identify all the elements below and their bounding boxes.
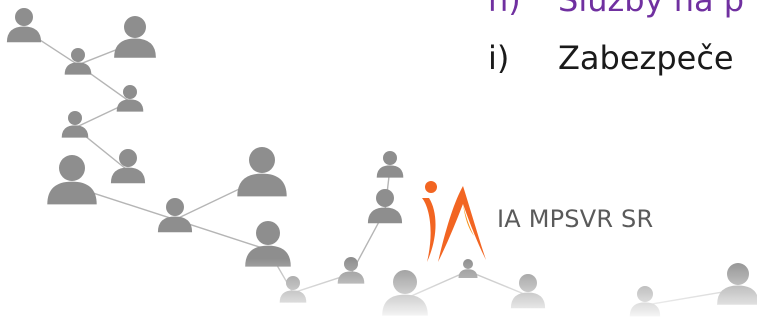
logo-label: IA MPSVR SR [497, 205, 654, 233]
person-head [123, 85, 137, 99]
person-head [59, 155, 85, 181]
person-icon [376, 151, 404, 178]
person-head [119, 149, 137, 167]
person-body [367, 207, 403, 224]
logo-dot [425, 181, 437, 193]
person-head [124, 16, 146, 38]
list-item-h: h) Služby na p [488, 0, 744, 20]
ia-logo-icon [422, 181, 486, 262]
person-head [249, 147, 275, 173]
person-body [61, 125, 89, 138]
person-icon [64, 48, 92, 75]
person-icon [157, 198, 193, 233]
list-item-text: Služby na p [558, 0, 745, 19]
person-icon [61, 111, 89, 138]
person-icon [237, 147, 287, 197]
bottom-fade [0, 258, 757, 322]
list-marker: i) [488, 39, 510, 77]
person-body [64, 62, 92, 75]
person-icon [110, 149, 146, 184]
person-head [15, 8, 33, 26]
person-head [68, 111, 82, 125]
list-marker: h) [488, 0, 521, 19]
person-icon [114, 16, 156, 58]
logo-stroke-a [438, 186, 486, 262]
person-head [256, 221, 280, 245]
person-head [383, 151, 397, 165]
person-body [116, 99, 144, 112]
logo-stroke-i [422, 198, 436, 262]
list-item-i: i) Zabezpeče [488, 38, 734, 78]
person-body [114, 38, 156, 58]
person-icon [47, 155, 97, 205]
person-body [47, 181, 97, 205]
person-head [71, 48, 85, 62]
person-body [110, 167, 146, 184]
person-body [376, 165, 404, 178]
person-body [157, 216, 193, 233]
person-icon [6, 8, 42, 43]
person-icon [367, 189, 403, 224]
person-body [6, 26, 42, 43]
person-body [237, 173, 287, 197]
list-item-text: Zabezpeče [558, 39, 734, 77]
person-head [166, 198, 184, 216]
person-head [376, 189, 394, 207]
person-icon [116, 85, 144, 112]
